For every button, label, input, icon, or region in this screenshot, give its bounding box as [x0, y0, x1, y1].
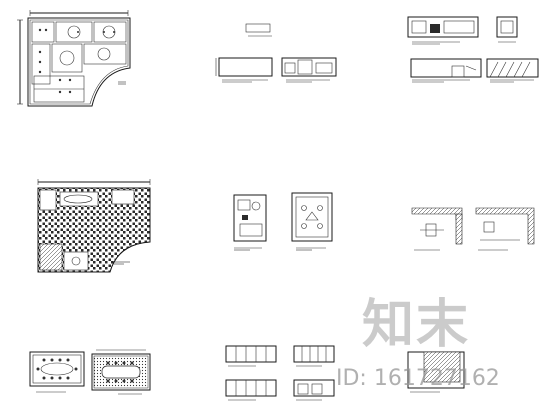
detail-section-bottom-right	[407, 351, 465, 393]
floor-plan-furniture	[17, 10, 131, 107]
detail-plan-center	[233, 192, 333, 251]
floor-plan-tiling	[37, 179, 151, 273]
conference-room-plans	[29, 349, 151, 395]
watermark-logo: 知末	[362, 295, 471, 355]
elevation-top-right	[407, 16, 539, 83]
elevation-series-bottom	[225, 345, 335, 401]
elevation-top-center	[215, 23, 337, 83]
section-details-right	[411, 207, 535, 251]
watermark-id: ID: 161727162	[336, 366, 500, 391]
